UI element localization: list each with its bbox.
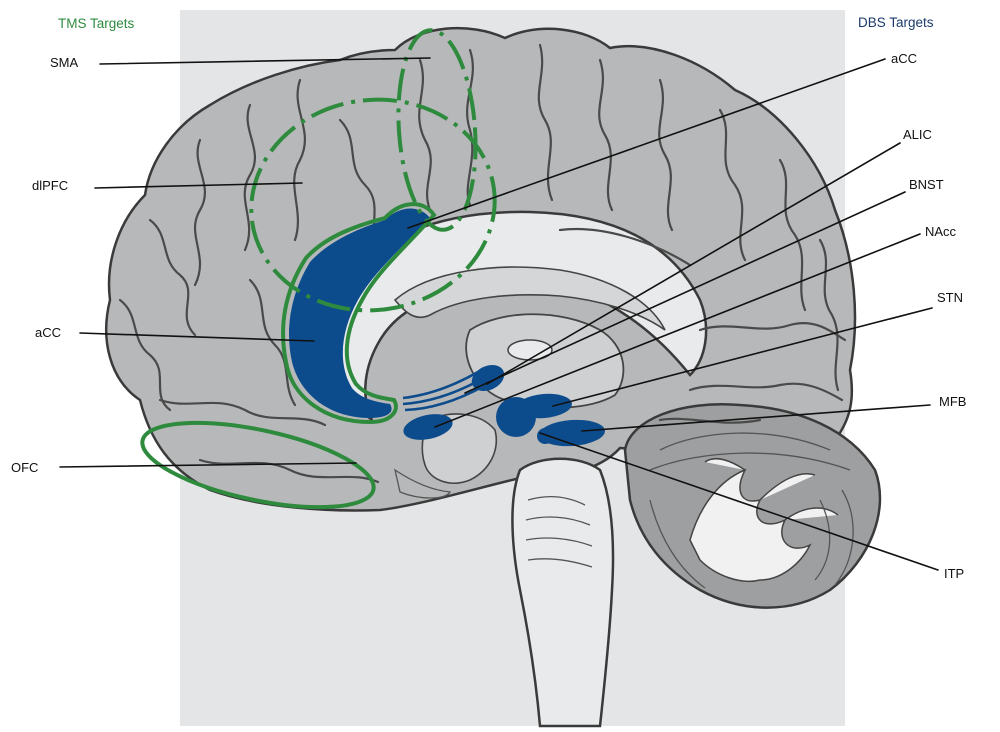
dlpfc-outline [249, 97, 497, 313]
itp-shape [496, 397, 536, 437]
leader-line-acc-dbs [407, 58, 886, 229]
tms-target-shapes [140, 28, 497, 510]
leader-line-itp [539, 432, 939, 571]
ofc-outline [140, 420, 376, 510]
lateral-ventricle [393, 266, 666, 331]
cerebellum-folia [649, 432, 854, 589]
dbs-target-shapes [289, 208, 605, 447]
tms-targets-header: TMS Targets [58, 16, 135, 31]
pons-striations [525, 496, 593, 568]
leader-line-acc-tms [79, 332, 315, 342]
alic-shape [471, 364, 505, 392]
label-stn: STN [937, 290, 963, 305]
gyri-sulci [118, 43, 847, 484]
nacc-shape [403, 414, 453, 440]
brainstem [511, 457, 615, 728]
label-itp: ITP [944, 566, 964, 581]
acc-region-shape [289, 208, 430, 418]
label-nacc: NAcc [925, 224, 957, 239]
label-alic: ALIC [903, 127, 932, 142]
sma-outline [396, 28, 478, 232]
dbs-targets-header: DBS Targets [858, 15, 934, 30]
leader-line-ofc [59, 462, 357, 468]
label-sma: SMA [50, 55, 79, 70]
optic-chiasm [394, 468, 452, 499]
leader-line-mfb [581, 404, 931, 432]
itp-small-shape [537, 428, 553, 444]
mfb-shape [539, 419, 605, 447]
interthalamic-adhesion [507, 339, 553, 361]
label-bnst: BNST [909, 177, 944, 192]
arbor-vitae [689, 458, 839, 582]
leader-line-dlpfc [94, 182, 303, 189]
leader-line-bnst [464, 191, 906, 394]
acc-outline [281, 202, 437, 425]
leader-lines [59, 57, 939, 571]
leader-line-nacc [434, 233, 921, 428]
leader-line-stn [552, 307, 933, 407]
label-ofc: OFC [11, 460, 38, 475]
label-mfb: MFB [939, 394, 966, 409]
label-acc-tms: aCC [35, 325, 61, 340]
leader-line-alic [486, 142, 901, 385]
label-dlpfc: dlPFC [32, 178, 68, 193]
leader-line-sma [99, 57, 431, 65]
bnst-fibers [402, 370, 485, 412]
brain-illustration [105, 26, 882, 728]
label-acc-dbs: aCC [891, 51, 917, 66]
